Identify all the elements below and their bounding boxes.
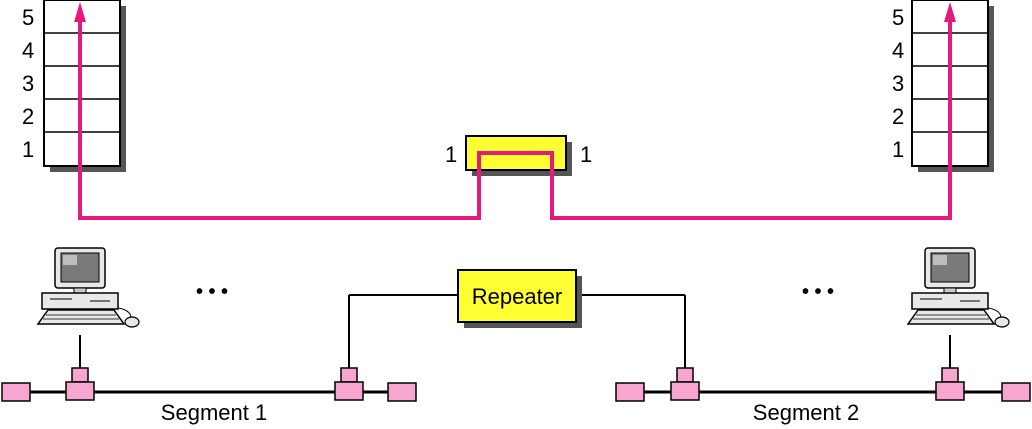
right-layer-4: 4 [892, 38, 904, 63]
segment-1-repeater-tap-top [340, 367, 358, 383]
right-layer-stack: 5 4 3 2 1 [892, 0, 994, 172]
repeater-label: Repeater [472, 284, 563, 309]
right-layer-3: 3 [892, 71, 904, 96]
segment-2-repeater-tap [670, 381, 700, 401]
left-layer-5: 5 [22, 5, 34, 30]
left-layer-1: 1 [22, 137, 34, 162]
segment-1: Segment 1 [1, 335, 417, 425]
repeater-device: Repeater [348, 269, 686, 372]
right-layer-5: 5 [892, 5, 904, 30]
left-arrowhead [74, 2, 86, 22]
right-layer-2: 2 [892, 104, 904, 129]
left-layer-2: 2 [22, 104, 34, 129]
left-layer-4: 4 [22, 38, 34, 63]
segment-1-computer-tap [65, 381, 95, 401]
segment-1-label: Segment 1 [161, 400, 267, 425]
segment-2: Segment 2 [615, 335, 1031, 425]
right-layer-1: 1 [892, 137, 904, 162]
computer-left-icon [36, 247, 140, 328]
segment-2-repeater-tap-top [676, 367, 694, 383]
segment-2-right-terminator [1001, 382, 1031, 402]
left-layer-3: 3 [22, 71, 34, 96]
data-path-line [78, 8, 952, 220]
segment-1-left-terminator [1, 382, 31, 402]
repeater-layer-box: 1 1 [445, 135, 592, 176]
right-arrowhead [944, 2, 956, 22]
segment-2-label: Segment 2 [753, 400, 859, 425]
repeater-layer-right-label: 1 [580, 142, 592, 167]
segment-1-right-terminator [387, 382, 417, 402]
segment-2-computer-tap [935, 381, 965, 401]
computer-right-icon [906, 247, 1010, 328]
segment-2-left-terminator [615, 382, 645, 402]
segment-1-computer-tap-top [71, 367, 89, 383]
segment-1-repeater-tap [334, 381, 364, 401]
ellipsis-left: • • • [196, 281, 228, 303]
segment-2-computer-tap-top [941, 367, 959, 383]
ellipsis-right: • • • [802, 281, 834, 303]
repeater-layer-left-label: 1 [445, 142, 457, 167]
left-layer-stack: 5 4 3 2 1 [22, 0, 126, 172]
repeater-box [457, 269, 577, 323]
